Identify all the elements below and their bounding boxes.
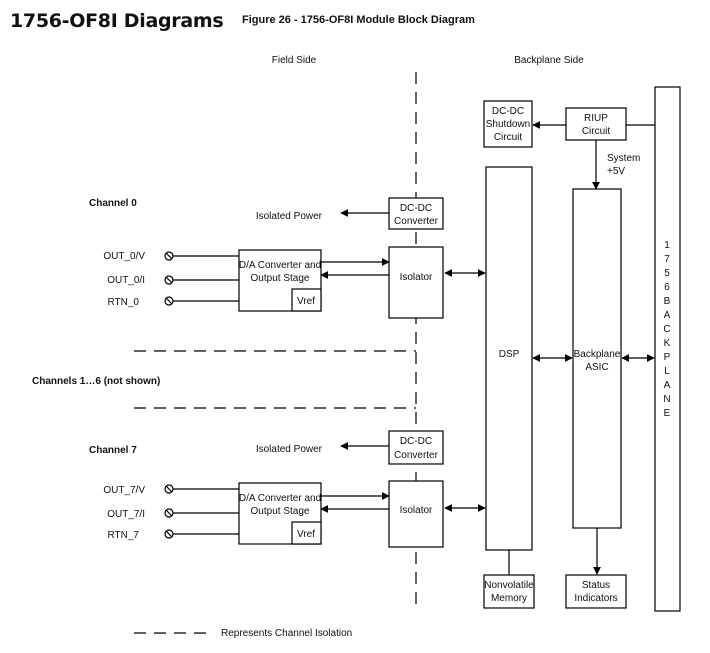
channel-7-dac-line2: Output Stage: [251, 506, 310, 517]
shutdown-line3: Circuit: [494, 132, 523, 143]
backplane-letters: 1 7 5 6 B A C K P L A N E: [663, 240, 670, 419]
channel-7-dcdc-line1: DC-DC: [400, 436, 432, 447]
backplane-asic-line1: Backplane: [574, 349, 621, 360]
nonvolatile-line2: Memory: [491, 593, 527, 604]
channel-0-dac-line1: D/A Converter and: [239, 260, 321, 271]
terminal-out-0-i: OUT_0/I: [107, 275, 145, 286]
channel-0-dcdc-converter: [388, 197, 444, 230]
system-5v-line1: System: [607, 153, 640, 164]
channel-7-vref-label: Vref: [297, 529, 315, 540]
svg-text:B: B: [664, 296, 671, 307]
status-indicators: [565, 574, 627, 609]
channel-0-isolated-power-label: Isolated Power: [256, 211, 323, 222]
svg-text:A: A: [664, 310, 671, 321]
field-side-label: Field Side: [272, 55, 317, 66]
channel-0-dcdc-line1: DC-DC: [400, 203, 432, 214]
svg-text:7: 7: [664, 254, 670, 265]
shutdown-line1: DC-DC: [492, 106, 524, 117]
channel-7-isolator: [388, 480, 444, 548]
svg-text:K: K: [664, 338, 671, 349]
channel-0-terminal-screws: [164, 251, 174, 306]
channel-7-dac-line1: D/A Converter and: [239, 493, 321, 504]
channels-1-6-label: Channels 1…6 (not shown): [32, 376, 160, 387]
channel-7-dcdc-line2: Converter: [394, 450, 439, 461]
nonvolatile-memory: [483, 574, 535, 609]
svg-text:P: P: [664, 352, 671, 363]
riup-line2: Circuit: [582, 126, 611, 137]
terminal-rtn-7: RTN_7: [108, 530, 140, 541]
channel-0-isolator-label: Isolator: [400, 272, 433, 283]
channel-7-vref-box: [291, 521, 322, 545]
system-5v-line2: +5V: [607, 166, 625, 177]
backplane-asic-block: [572, 188, 622, 529]
channel-0-dcdc-line2: Converter: [394, 216, 439, 227]
svg-text:6: 6: [664, 282, 670, 293]
svg-text:A: A: [664, 380, 671, 391]
channel-0-dac-line2: Output Stage: [251, 273, 310, 284]
status-line1: Status: [582, 580, 610, 591]
status-line2: Indicators: [574, 593, 617, 604]
terminal-out-7-v: OUT_7/V: [103, 485, 145, 496]
svg-text:C: C: [663, 324, 670, 335]
dsp-label: DSP: [499, 349, 520, 360]
terminal-rtn-0: RTN_0: [108, 297, 140, 308]
figure-title: Figure 26 - 1756-OF8I Module Block Diagr…: [242, 14, 475, 26]
channel-7-terminal-screws: [164, 484, 174, 539]
channel-7-isolated-power-label: Isolated Power: [256, 444, 323, 455]
riup-line1: RIUP: [584, 113, 608, 124]
dcdc-shutdown-circuit: [483, 100, 533, 148]
svg-text:L: L: [664, 366, 670, 377]
shutdown-line2: Shutdown: [486, 119, 530, 130]
channel-0-vref-label: Vref: [297, 296, 315, 307]
channel-7-dcdc-converter: [388, 430, 444, 465]
page-title: 1756-OF8I Diagrams: [10, 10, 224, 32]
svg-text:5: 5: [664, 268, 670, 279]
channel-0-isolator: [388, 246, 444, 319]
terminal-out-7-i: OUT_7/I: [107, 509, 145, 520]
channel-7-heading: Channel 7: [89, 445, 137, 456]
channel-0-heading: Channel 0: [89, 198, 137, 209]
backplane-1756-bar: [654, 86, 681, 612]
svg-text:E: E: [664, 408, 671, 419]
dsp-block: [485, 166, 533, 551]
nonvolatile-line1: Nonvolatile: [484, 580, 534, 591]
backplane-asic-line2: ASIC: [585, 362, 608, 373]
legend-label: Represents Channel Isolation: [221, 628, 352, 639]
terminal-out-0-v: OUT_0/V: [103, 251, 145, 262]
svg-text:N: N: [663, 394, 670, 405]
channel-7-isolator-label: Isolator: [400, 505, 433, 516]
backplane-side-label: Backplane Side: [514, 55, 584, 66]
svg-text:1: 1: [664, 240, 670, 251]
channel-0-vref-box: [291, 288, 322, 312]
